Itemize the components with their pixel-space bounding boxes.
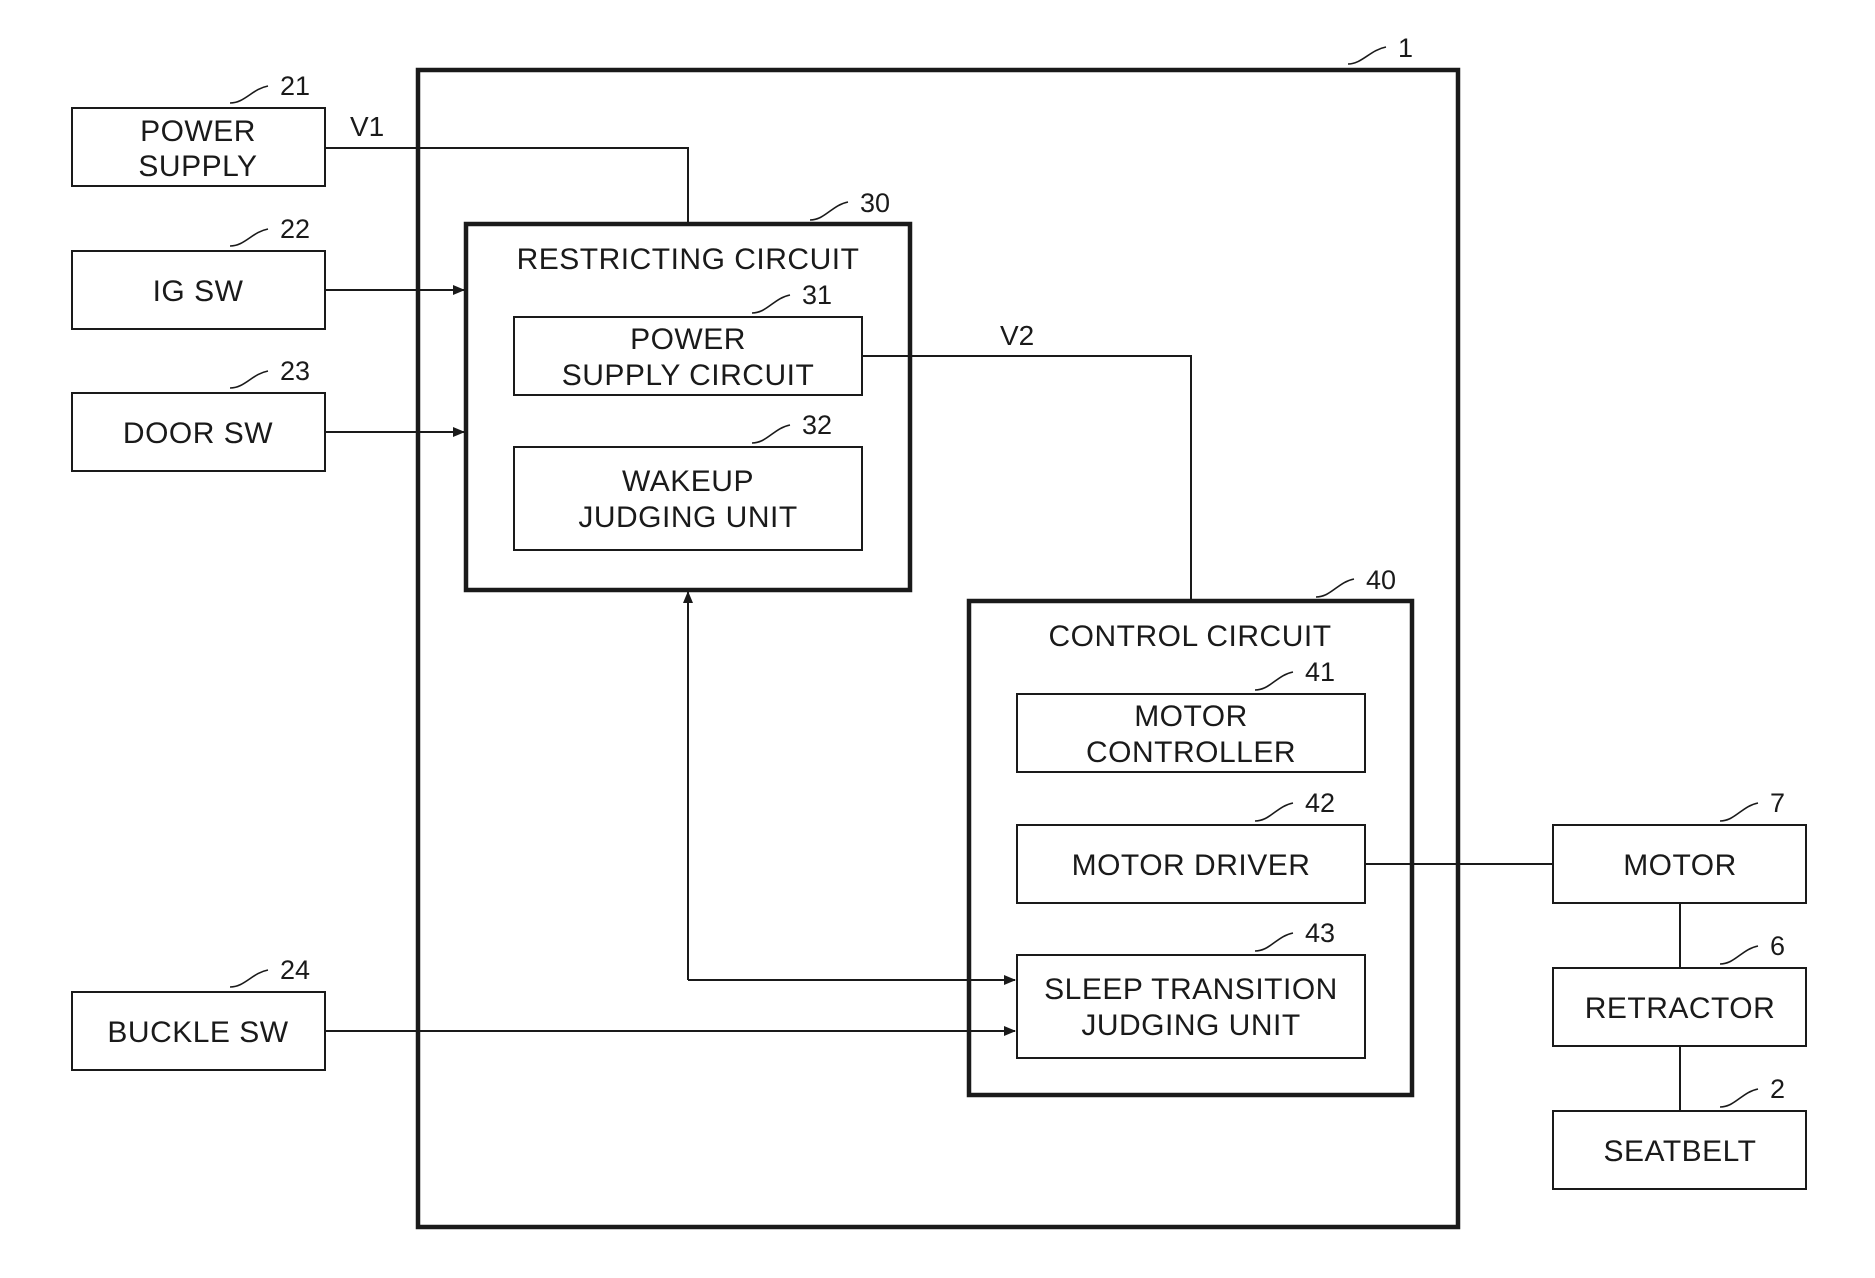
seatbelt-label: SEATBELT — [1604, 1135, 1757, 1168]
motor-driver-ref: 42 — [1305, 788, 1335, 818]
motor-label: MOTOR — [1623, 849, 1737, 882]
restricting-circuit-ref: 30 — [860, 188, 890, 218]
wakeup-judging-unit-label-line1: WAKEUP — [622, 465, 754, 498]
ig-sw-ref: 22 — [280, 214, 310, 244]
wakeup-judging-unit-block: WAKEUP JUDGING UNIT 32 — [514, 410, 862, 550]
motor-controller-block: MOTOR CONTROLLER 41 — [1017, 657, 1365, 772]
motor-driver-label: MOTOR DRIVER — [1072, 849, 1311, 882]
seatbelt-ref: 2 — [1770, 1074, 1785, 1104]
power-supply-label-line2: SUPPLY — [138, 150, 257, 183]
ig-sw-label: IG SW — [153, 275, 244, 308]
v1-label: V1 — [350, 111, 384, 142]
power-supply-circuit-ref: 31 — [802, 280, 832, 310]
restricting-circuit-label: RESTRICTING CIRCUIT — [517, 243, 860, 276]
power-supply-circuit-label-line1: POWER — [630, 323, 746, 356]
motor-controller-label-line2: CONTROLLER — [1086, 736, 1296, 769]
retractor-ref: 6 — [1770, 931, 1785, 961]
motor-controller-label-line1: MOTOR — [1134, 700, 1248, 733]
wakeup-judging-unit-ref: 32 — [802, 410, 832, 440]
sleep-transition-judging-unit-label-line2: JUDGING UNIT — [1081, 1009, 1300, 1042]
wakeup-judging-unit-label-line2: JUDGING UNIT — [578, 501, 797, 534]
door-sw-ref: 23 — [280, 356, 310, 386]
motor-ref: 7 — [1770, 788, 1785, 818]
ig-sw-block: IG SW 22 — [72, 214, 325, 329]
control-circuit-label: CONTROL CIRCUIT — [1048, 620, 1331, 653]
control-circuit-ref: 40 — [1366, 565, 1396, 595]
v2-label: V2 — [1000, 320, 1034, 351]
door-sw-block: DOOR SW 23 — [72, 356, 325, 471]
door-sw-label: DOOR SW — [123, 417, 273, 450]
retractor-label: RETRACTOR — [1585, 992, 1776, 1025]
motor-driver-block: MOTOR DRIVER 42 — [1017, 788, 1365, 903]
power-supply-ref: 21 — [280, 71, 310, 101]
ecu-ref: 1 — [1398, 33, 1413, 63]
buckle-sw-ref: 24 — [280, 955, 310, 985]
sleep-transition-judging-unit-block: SLEEP TRANSITION JUDGING UNIT 43 — [1017, 918, 1365, 1058]
power-supply-circuit-block: POWER SUPPLY CIRCUIT 31 — [514, 280, 862, 395]
power-supply-label-line1: POWER — [140, 115, 256, 148]
power-supply-block: POWER SUPPLY 21 — [72, 71, 325, 186]
buckle-sw-block: BUCKLE SW 24 — [72, 955, 325, 1070]
buckle-sw-label: BUCKLE SW — [107, 1016, 288, 1049]
motor-controller-ref: 41 — [1305, 657, 1335, 687]
motor-block: MOTOR 7 — [1553, 788, 1806, 903]
sleep-transition-judging-unit-label-line1: SLEEP TRANSITION — [1044, 973, 1338, 1006]
sleep-transition-judging-unit-ref: 43 — [1305, 918, 1335, 948]
power-supply-circuit-label-line2: SUPPLY CIRCUIT — [562, 359, 815, 392]
v1-power-line — [325, 148, 688, 224]
